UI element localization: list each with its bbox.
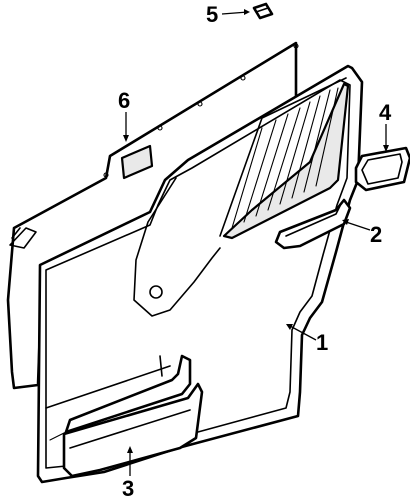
leader-lines <box>123 9 389 476</box>
handle-bezel <box>354 146 410 192</box>
callout-2: 2 <box>370 222 382 247</box>
retaining-clip <box>252 2 274 20</box>
callout-4: 4 <box>379 100 392 125</box>
callout-5: 5 <box>206 2 218 27</box>
callout-3: 3 <box>122 476 134 500</box>
armrest-pull <box>62 354 204 478</box>
door-handle <box>274 198 352 250</box>
callout-1: 1 <box>316 330 328 355</box>
callout-6: 6 <box>118 88 130 113</box>
